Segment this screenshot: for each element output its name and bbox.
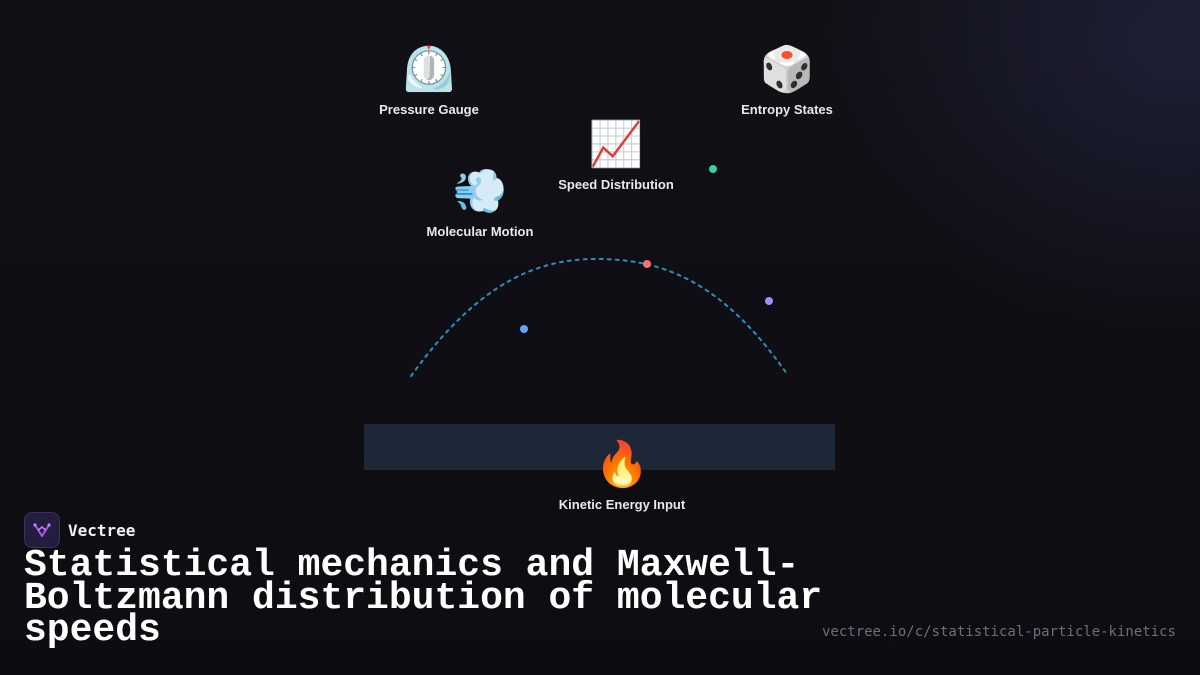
- timer-clock-icon: ⏲️: [401, 44, 457, 95]
- particle-dot-purple: [765, 297, 773, 305]
- node-entropy-states: 🎲 Entropy States: [741, 44, 833, 117]
- distribution-curve: [410, 257, 788, 377]
- page-title: Statistical mechanics and Maxwell-Boltzm…: [24, 544, 823, 652]
- node-label: Speed Distribution: [558, 177, 674, 192]
- particle-dot-green: [709, 165, 717, 173]
- particle-dot-blue: [520, 325, 528, 333]
- dashing-away-icon: 💨: [452, 166, 508, 217]
- vectree-logo-icon: [24, 512, 60, 548]
- node-label: Entropy States: [741, 102, 833, 117]
- node-molecular-motion: 💨 Molecular Motion: [427, 166, 534, 239]
- brand: Vectree: [24, 512, 135, 548]
- node-label: Pressure Gauge: [379, 102, 479, 117]
- fire-icon: 🔥: [594, 439, 650, 490]
- node-label: Molecular Motion: [426, 224, 534, 239]
- game-die-icon: 🎲: [759, 44, 815, 95]
- brand-name: Vectree: [68, 520, 136, 540]
- particle-dot-red: [643, 260, 651, 268]
- node-label: Kinetic Energy Input: [558, 497, 686, 512]
- chart-increasing-icon: 📈: [588, 119, 644, 170]
- source-url: vectree.io/c/statistical-particle-kineti…: [821, 624, 1176, 640]
- node-speed-distribution: 📈 Speed Distribution: [558, 119, 674, 192]
- node-pressure-gauge: ⏲️ Pressure Gauge: [379, 44, 479, 117]
- node-kinetic-energy-input: 🔥 Kinetic Energy Input: [559, 439, 685, 512]
- energy-base-bar: [364, 424, 835, 470]
